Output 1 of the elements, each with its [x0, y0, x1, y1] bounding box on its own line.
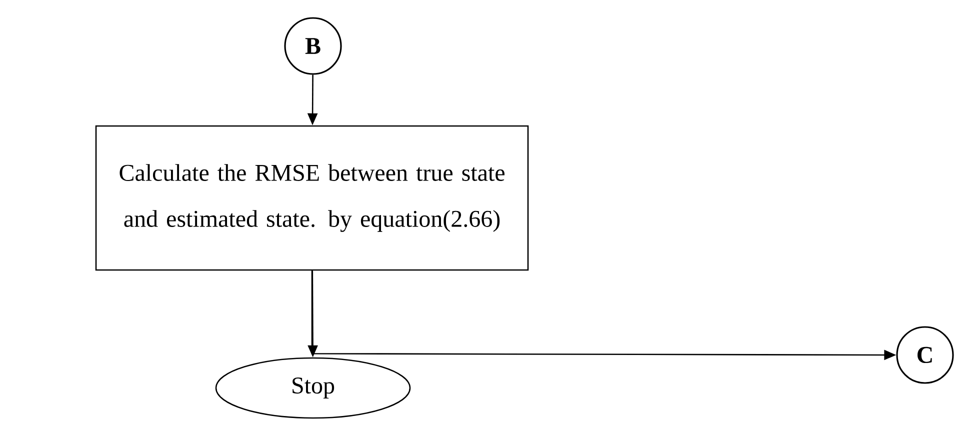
process-box: Calculate the RMSE between true state and estimated state. by equation(2.66): [95, 125, 529, 271]
